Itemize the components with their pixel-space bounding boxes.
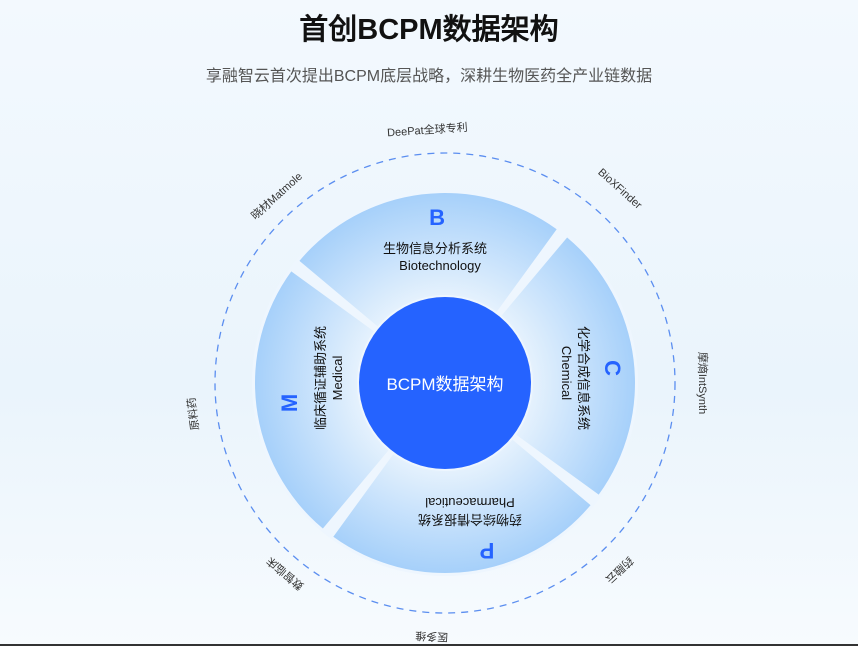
product-label[interactable]: 摩熵IntSynth bbox=[696, 352, 710, 414]
segment-cn: 药物综合情报系统 bbox=[418, 512, 522, 527]
segment-m[interactable]: M 临床循证辅助系统 Medical bbox=[277, 326, 345, 430]
product-label[interactable]: 原料药 bbox=[184, 397, 202, 431]
product-label[interactable]: 晓材Matmole bbox=[248, 169, 305, 222]
segment-cn: 化学合成信息系统 bbox=[576, 326, 591, 430]
segment-letter: C bbox=[600, 360, 625, 376]
segment-en: Medical bbox=[330, 355, 345, 400]
segment-shape-m[interactable] bbox=[255, 271, 389, 529]
product-label[interactable]: 医多维 bbox=[415, 629, 449, 645]
product-ring bbox=[214, 152, 676, 614]
center-label: BCPM数据架构 bbox=[386, 375, 503, 394]
segment-b[interactable]: B 生物信息分析系统 Biotechnology bbox=[383, 205, 487, 273]
segment-shape-b[interactable] bbox=[299, 193, 557, 327]
bottom-border bbox=[0, 644, 858, 646]
segment-letter: B bbox=[429, 205, 445, 230]
center-circle bbox=[359, 297, 531, 469]
segment-cn: 生物信息分析系统 bbox=[383, 241, 487, 256]
product-label[interactable]: 药融云 bbox=[603, 554, 636, 586]
segment-cn: 临床循证辅助系统 bbox=[313, 326, 328, 430]
segment-c[interactable]: C 化学合成信息系统 Chemical bbox=[559, 326, 625, 430]
product-label[interactable]: BioXFinder bbox=[595, 166, 644, 212]
segment-letter: M bbox=[277, 394, 302, 412]
segment-p[interactable]: P 药物综合情报系统 Pharmaceutical bbox=[418, 495, 522, 563]
segment-shape-p[interactable] bbox=[333, 439, 591, 574]
product-label[interactable]: 数智临床 bbox=[264, 554, 307, 593]
product-label[interactable]: DeePat全球专利 bbox=[387, 120, 468, 140]
segment-en: Chemical bbox=[559, 346, 574, 400]
segment-en: Pharmaceutical bbox=[425, 495, 515, 510]
page-title: 首创BCPM数据架构 bbox=[299, 14, 559, 46]
segment-letter: P bbox=[480, 538, 495, 563]
segment-shape-c[interactable] bbox=[501, 237, 635, 495]
page-subtitle: 享融智云首次提出BCPM底层战略，深耕生物医药全产业链数据 bbox=[205, 68, 653, 85]
segment-en: Biotechnology bbox=[399, 258, 481, 273]
